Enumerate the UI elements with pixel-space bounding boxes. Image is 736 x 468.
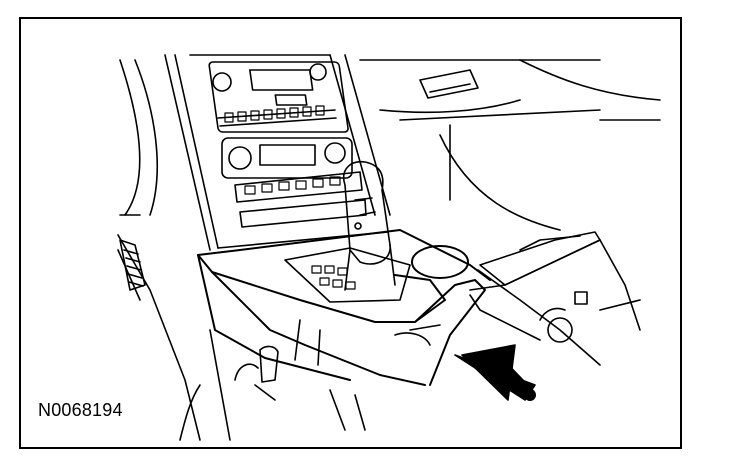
right-console-rail [469,231,641,366]
gear-shifter [343,160,396,291]
radio-unit [208,61,349,133]
right-dashboard [359,59,661,231]
shift-gate [284,247,411,303]
console-trim-panel [197,229,491,386]
lower-console [234,319,441,431]
pointer-arrow-icon [454,344,536,401]
climate-control [221,137,367,228]
center-stack [164,54,391,251]
figure-id-label: N0068194 [38,400,123,420]
left-door-panel [117,59,231,441]
left-air-vent [119,239,146,291]
